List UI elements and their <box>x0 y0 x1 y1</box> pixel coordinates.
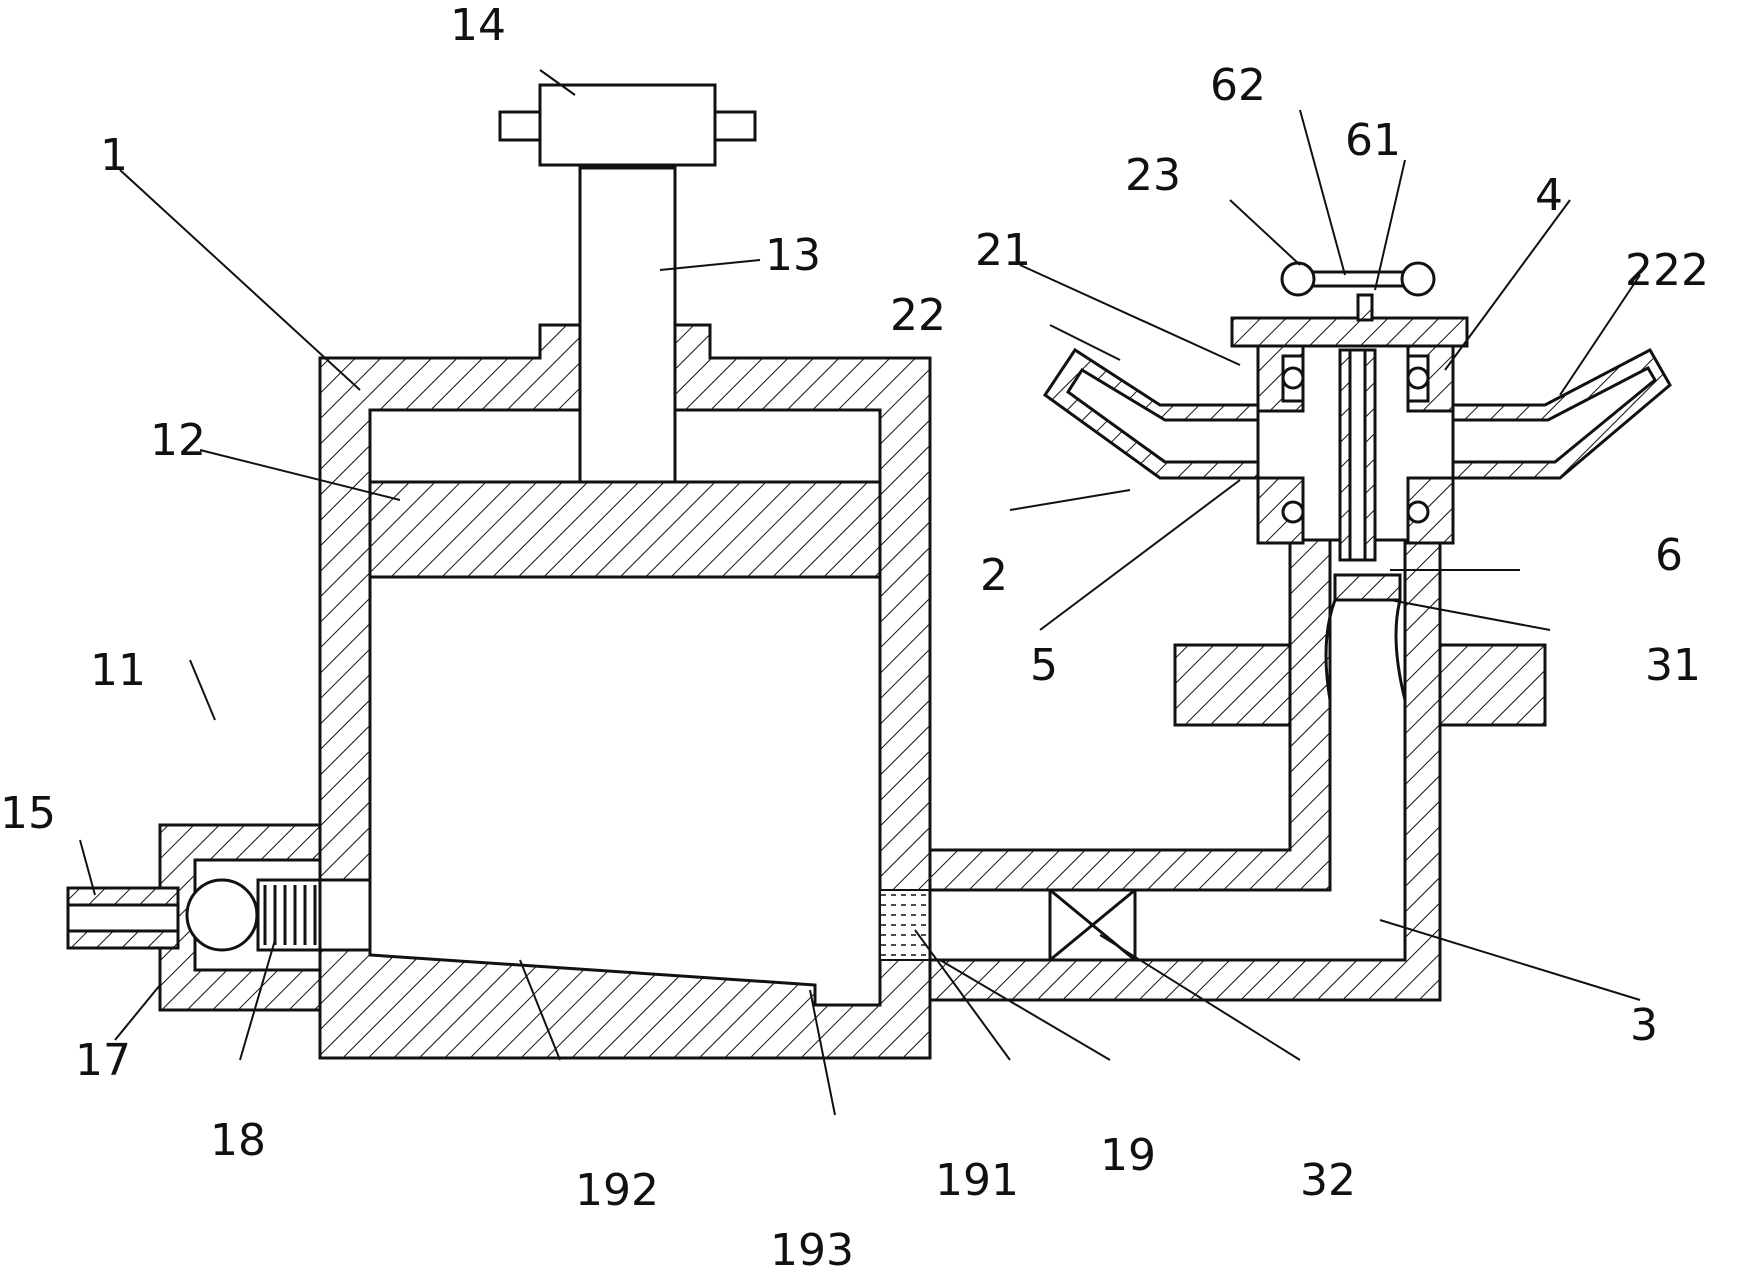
label-192: 192 <box>575 1165 659 1216</box>
label-222: 222 <box>1625 245 1709 296</box>
inlet-valve-housing <box>66 823 372 1012</box>
outlet-pipe <box>928 538 1442 1002</box>
label-22: 22 <box>890 290 946 341</box>
flange-right <box>1438 643 1547 727</box>
label-15: 15 <box>0 788 56 839</box>
label-19: 19 <box>1100 1130 1156 1181</box>
label-11: 11 <box>90 645 146 696</box>
label-17: 17 <box>75 1035 131 1086</box>
leader-lines <box>79 69 1641 1116</box>
label-21: 21 <box>975 225 1031 276</box>
label-31: 31 <box>1645 640 1701 691</box>
label-2: 2 <box>980 550 1008 601</box>
piston <box>368 480 882 579</box>
rotary-head <box>1042 261 1672 562</box>
label-61: 61 <box>1345 115 1401 166</box>
flange-left <box>1173 643 1292 727</box>
label-18: 18 <box>210 1115 266 1166</box>
piston-rod <box>578 166 677 484</box>
label-4: 4 <box>1535 170 1563 221</box>
label-6: 6 <box>1655 530 1683 581</box>
label-32: 32 <box>1300 1155 1356 1206</box>
label-3: 3 <box>1630 1000 1658 1051</box>
label-14: 14 <box>450 0 506 51</box>
reference-labels: 1 12 13 14 11 15 17 18 192 193 191 19 32… <box>0 0 1709 1267</box>
label-12: 12 <box>150 415 206 466</box>
label-62: 62 <box>1210 60 1266 111</box>
label-13: 13 <box>765 230 821 281</box>
label-23: 23 <box>1125 150 1181 201</box>
label-1: 1 <box>100 130 128 181</box>
label-5: 5 <box>1030 640 1058 691</box>
label-193: 193 <box>770 1225 854 1267</box>
label-191: 191 <box>935 1155 1019 1206</box>
filter-element <box>879 889 936 961</box>
handle <box>498 83 757 167</box>
